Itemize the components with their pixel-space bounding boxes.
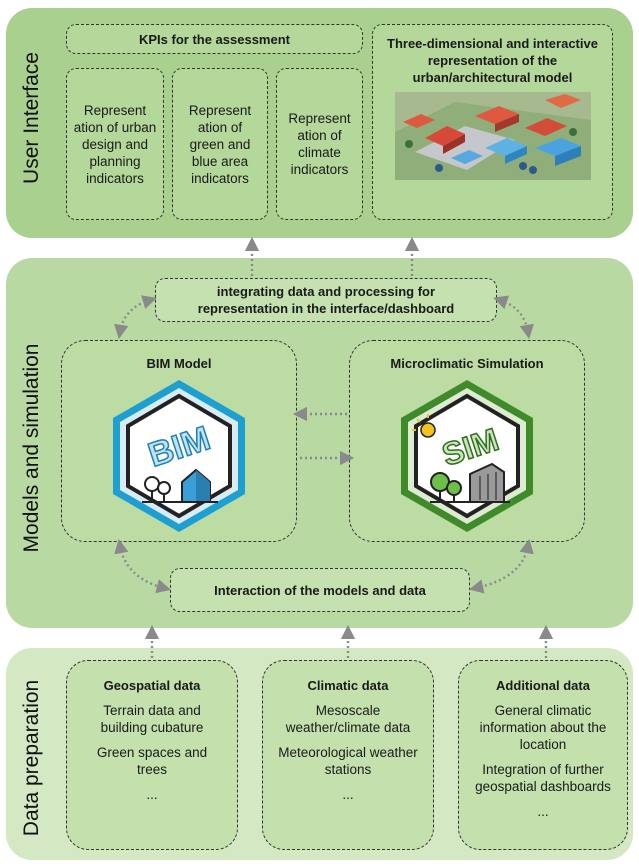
kpi-box: KPIs for the assessment: [66, 24, 363, 54]
climatic-item-mesoscale: Mesoscale weather/climate data: [285, 703, 411, 735]
indicator-climate-text: Represent ation of climate indicators: [288, 111, 351, 177]
climatic-data-title: Climatic data: [307, 678, 389, 693]
geospatial-item-terrain: Terrain data and building cubature: [100, 703, 204, 735]
additional-data-box: Additional data General climatic informa…: [458, 660, 628, 850]
additional-data-title: Additional data: [496, 678, 590, 693]
climatic-item-stations: Meteorological weather stations: [278, 745, 418, 777]
additional-item-more: ...: [537, 804, 549, 819]
microclimatic-simulation-title: Microclimatic Simulation: [390, 356, 544, 371]
additional-item-climatic-info: General climatic information about the l…: [479, 703, 607, 752]
geospatial-data-title: Geospatial data: [103, 678, 201, 693]
bim-model-title: BIM Model: [146, 356, 212, 371]
threed-title: Three-dimensional and interactive repres…: [387, 36, 598, 85]
climatic-data-box: Climatic data Mesoscale weather/climate …: [262, 660, 434, 850]
urban-model-image: [394, 92, 591, 180]
data-preparation-label: Data preparation: [20, 679, 43, 837]
climatic-item-more: ...: [342, 787, 354, 802]
indicator-box-green-blue: Represent ation of green and blue area i…: [172, 68, 268, 220]
bim-logo-icon: BIM: [113, 380, 245, 532]
indicator-urban-design-text: Represent ation of urban design and plan…: [73, 102, 157, 186]
indicator-box-climate: Represent ation of climate indicators: [276, 68, 363, 220]
threed-representation-box: Three-dimensional and interactive repres…: [372, 24, 613, 220]
interaction-models-box: Interaction of the models and data: [170, 568, 470, 612]
models-simulation-label: Models and simulation: [20, 343, 43, 553]
interaction-models-title: Interaction of the models and data: [214, 582, 426, 598]
geospatial-data-box: Geospatial data Terrain data and buildin…: [66, 660, 238, 850]
kpi-title: KPIs for the assessment: [138, 31, 290, 47]
geospatial-item-more: ...: [146, 787, 158, 802]
integrating-data-title: integrating data and processing for repr…: [197, 284, 455, 316]
microclimatic-simulation-box: Microclimatic Simulation SIM: [349, 340, 585, 542]
geospatial-item-green-spaces: Green spaces and trees: [96, 745, 208, 777]
additional-item-geospatial-dashboards: Integration of further geospatial dashbo…: [475, 762, 611, 794]
integrating-data-box: integrating data and processing for repr…: [155, 278, 497, 322]
indicator-green-blue-text: Represent ation of green and blue area i…: [188, 102, 252, 186]
indicator-box-urban-design: Represent ation of urban design and plan…: [66, 68, 164, 220]
sim-logo-icon: SIM: [401, 380, 533, 532]
bim-model-box: BIM Model BIM: [61, 340, 297, 542]
user-interface-label: User Interface: [20, 52, 43, 184]
